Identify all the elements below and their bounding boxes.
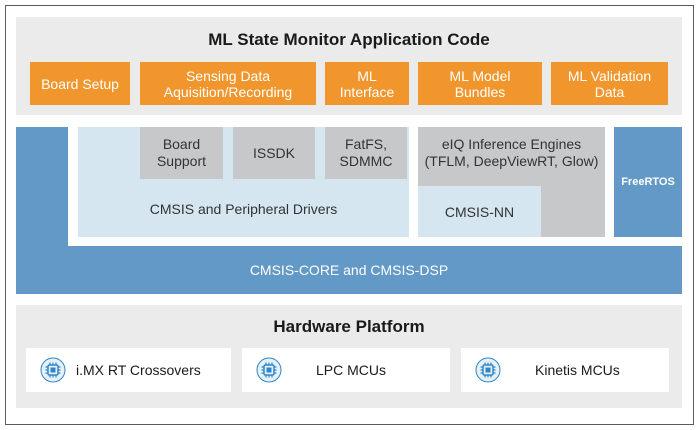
chip-icon xyxy=(475,357,501,383)
freertos-box: FreeRTOS xyxy=(614,127,682,237)
cmsis-core-left-column xyxy=(16,127,68,247)
fatfs-label: FatFS, SDMMC xyxy=(339,136,393,169)
cmsis-nn-label: CMSIS-NN xyxy=(444,203,515,220)
chip-icon xyxy=(40,357,66,383)
cmsis-core-layer xyxy=(16,246,682,294)
cmsis-nn-box: CMSIS-NN xyxy=(418,186,541,237)
module-label: ML Validation Data xyxy=(567,67,652,100)
issdk-box: ISSDK xyxy=(233,127,315,179)
issdk-label: ISSDK xyxy=(252,144,295,161)
platform-label: i.MX RT Crossovers xyxy=(76,362,201,378)
module-ml-validation-data: ML Validation Data xyxy=(551,62,668,105)
application-title: ML State Monitor Application Code xyxy=(208,30,490,49)
platform-imx-rt: i.MX RT Crossovers xyxy=(26,348,231,392)
platform-lpc: LPC MCUs xyxy=(242,348,450,392)
platform-label: LPC MCUs xyxy=(316,362,387,378)
module-label: ML Model Bundles xyxy=(449,67,511,100)
fatfs-box: FatFS, SDMMC xyxy=(325,127,407,179)
module-ml-model-bundles: ML Model Bundles xyxy=(418,62,542,105)
eiq-inference-label: eIQ Inference Engines (TFLM, DeepViewRT,… xyxy=(424,136,599,169)
module-board-setup: Board Setup xyxy=(30,62,130,105)
chip-icon xyxy=(256,357,282,383)
board-support-box: Board Support xyxy=(140,127,223,179)
platform-label: Kinetis MCUs xyxy=(535,362,620,378)
board-support-label: Board Support xyxy=(156,136,207,169)
module-label: Board Setup xyxy=(41,75,119,92)
module-sensing-data: Sensing Data Aquisition/Recording xyxy=(140,62,316,105)
cmsis-core-label: CMSIS-CORE and CMSIS-DSP xyxy=(249,262,449,278)
module-label: Sensing Data Aquisition/Recording xyxy=(163,67,293,100)
module-label: ML Interface xyxy=(339,67,395,100)
hardware-title: Hardware Platform xyxy=(273,317,425,336)
module-ml-interface: ML Interface xyxy=(325,62,409,105)
freertos-label: FreeRTOS xyxy=(621,176,675,188)
cmsis-drivers-label: CMSIS and Peripheral Drivers xyxy=(149,201,338,217)
platform-kinetis: Kinetis MCUs xyxy=(461,348,669,392)
